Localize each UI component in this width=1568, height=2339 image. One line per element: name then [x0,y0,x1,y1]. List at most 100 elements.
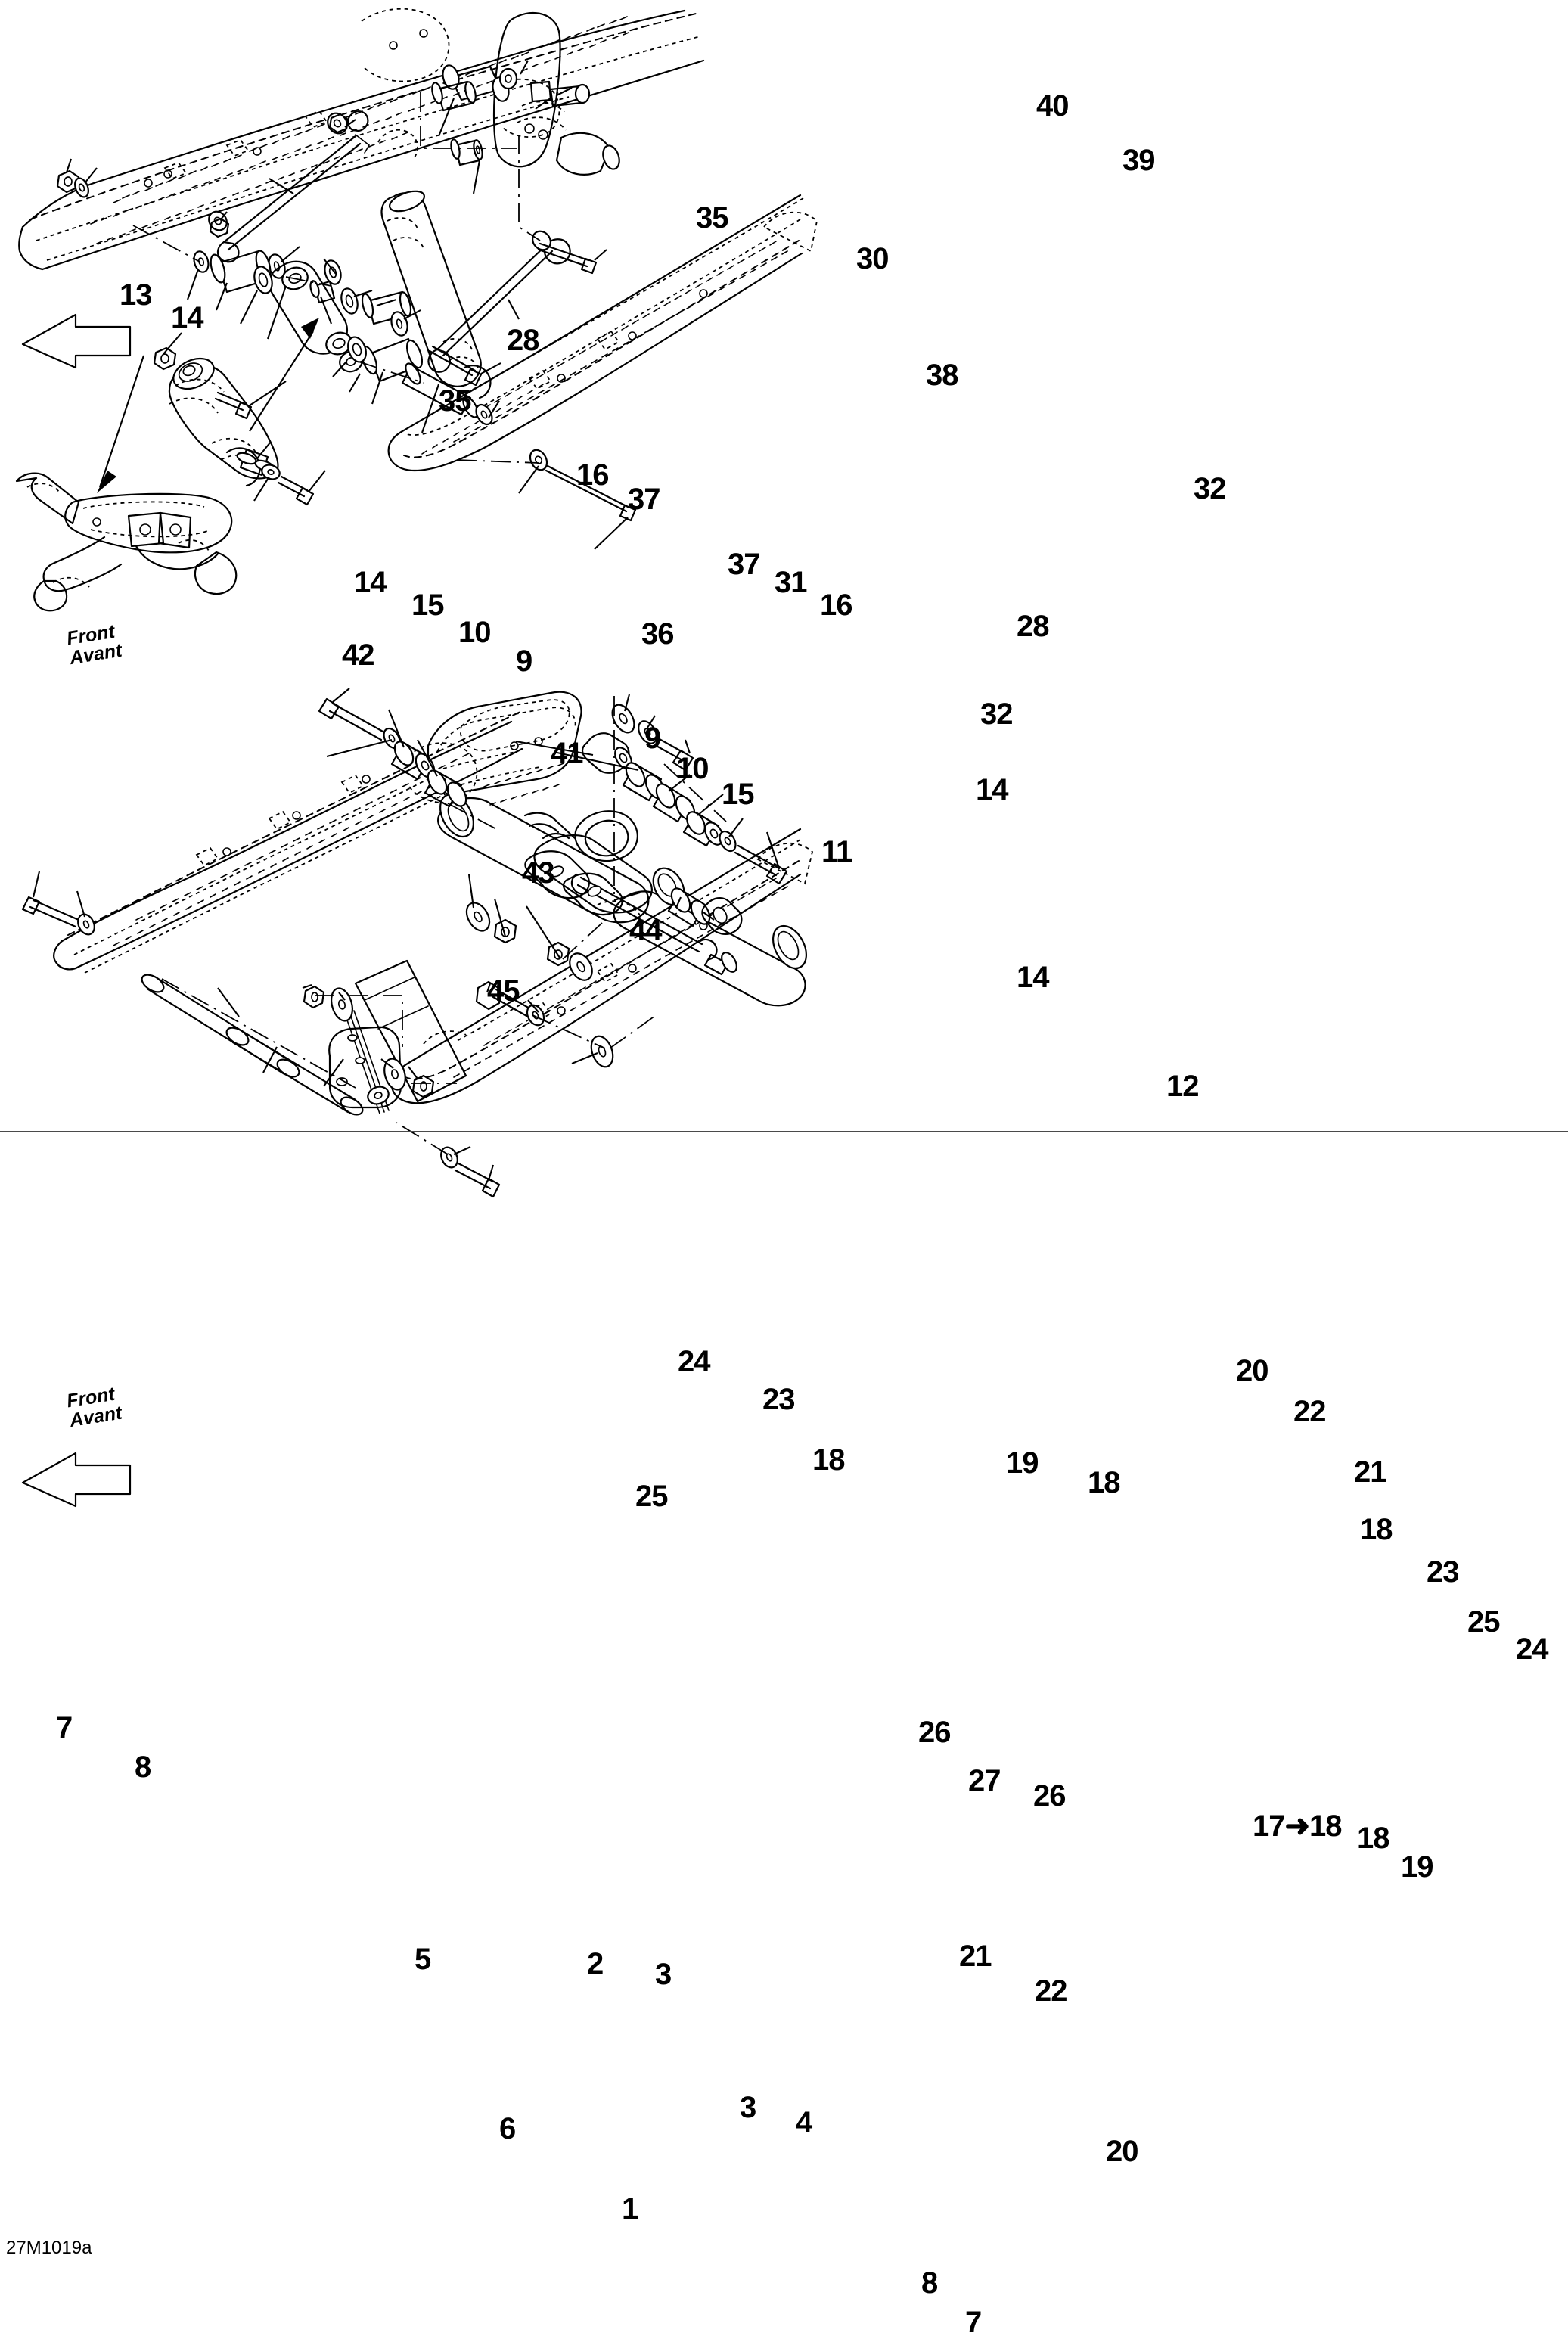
rail-bottom-left [53,710,523,974]
cluster-17-18-19-right [667,887,743,935]
part-callout-8: 8 [135,1750,151,1784]
part-callout-2: 2 [587,1947,604,1980]
part-callout-9: 9 [516,645,532,678]
part-callout-37: 37 [728,548,760,581]
part-callout-8: 8 [921,2266,938,2300]
part-callout-44: 44 [629,914,662,947]
cluster-19-18-left [581,732,666,802]
part-callout-21: 21 [1354,1455,1386,1489]
part-callout-31: 31 [775,566,807,599]
part-callout-3: 3 [740,2091,756,2124]
part-callout-22: 22 [1035,1974,1067,2008]
part-callout-17-18: 17➜18 [1253,1809,1342,1843]
part-callout-1: 1 [622,2192,638,2226]
part-callout-15: 15 [411,589,444,622]
part-callout-40: 40 [1036,89,1069,123]
part-callout-19: 19 [1401,1850,1433,1884]
part-callout-32: 32 [980,697,1013,731]
part-callout-23: 23 [762,1383,795,1416]
part-callout-23: 23 [1427,1555,1459,1589]
part-callout-39: 39 [1122,144,1155,177]
part-callout-22: 22 [1293,1395,1326,1428]
rocker-arm [268,260,363,373]
part-callout-28: 28 [1017,610,1049,643]
bolt-21-washer-22 [475,980,545,1027]
part-callout-28: 28 [507,324,539,357]
nut-13-washer-14 [56,169,89,198]
part-callout-20: 20 [1106,2135,1138,2168]
part-callout-43: 43 [522,856,554,890]
part-callout-14: 14 [171,301,203,334]
part-callout-10: 10 [458,616,491,649]
part-callout-30: 30 [856,242,889,275]
part-callout-32: 32 [1194,472,1226,505]
front-avant-label-bottom: Front Avant [65,1384,123,1432]
front-leg-inset [15,355,238,612]
bolt-12 [529,449,637,522]
part-callout-35: 35 [696,201,728,235]
front-shock-assembly [153,318,319,506]
part-callout-14: 14 [1017,961,1049,994]
part-callout-13: 13 [120,278,152,312]
bolt-32-lower [428,345,483,387]
bottom-leaders [32,688,780,1181]
part-callout-15: 15 [722,778,754,811]
part-callout-18: 18 [812,1443,845,1477]
part-callout-18: 18 [1357,1822,1389,1855]
part-callout-37: 37 [628,483,660,516]
cluster-26-27-26 [465,902,593,981]
part-callout-16: 16 [576,458,609,492]
washer-20-bottom [590,1035,614,1068]
part-callout-12: 12 [1166,1070,1199,1103]
part-callout-38: 38 [926,359,958,392]
part-callout-24: 24 [678,1345,710,1378]
panel-divider [0,1131,1568,1132]
part-callout-27: 27 [968,1764,1001,1797]
center-shock [268,190,492,399]
washer-8-bolt-7-bottom [440,1146,501,1198]
bracket-1-group [303,959,467,1114]
top-assembly-axes [132,89,564,464]
bolt-32-upper [537,242,598,275]
nuts-35 [209,113,349,238]
rail-fragment-upper [426,691,582,806]
part-callout-26: 26 [918,1716,951,1749]
cluster-upper-left [318,697,467,808]
front-avant-arrow-bottom [21,1452,132,1508]
bottom-assembly-axes [161,696,727,1155]
part-callout-18: 18 [1088,1466,1120,1499]
tube-15-left [193,250,273,294]
rail-right-lower [387,194,818,472]
part-callout-21: 21 [959,1940,992,1973]
diagram-artwork: .ln{fill:none;stroke:#000;stroke-width:2… [15,8,818,1508]
part-callout-3: 3 [655,1958,672,1991]
part-callout-25: 25 [635,1480,668,1513]
tubes-5-6 [141,974,364,1116]
part-callout-10: 10 [676,752,709,785]
top-panel-art [15,8,818,612]
parts-diagram-sheet: .ln{fill:none;stroke:#000;stroke-width:2… [0,8,1568,2337]
part-callout-6: 6 [499,2112,516,2145]
part-callout-14: 14 [354,566,387,599]
rail-bottom-right [390,828,813,1104]
part-callout-7: 7 [56,1711,73,1744]
document-id: 27M1019a [6,2238,92,2258]
part-callout-18: 18 [1360,1513,1393,1546]
part-callout-7: 7 [965,2306,982,2339]
part-callout-24: 24 [1516,1632,1548,1666]
part-callout-41: 41 [551,737,583,770]
torque-rod-28-right [427,230,571,373]
rail-left-upper [18,8,705,271]
front-avant-label-top: Front Avant [65,621,123,669]
part-callout-4: 4 [796,2106,812,2139]
cluster-20-22-21 [611,704,694,772]
part-callout-19: 19 [1006,1446,1039,1480]
front-avant-arrow-top [21,313,132,369]
top-leaders [66,60,629,550]
part-callout-45: 45 [487,974,520,1008]
part-callout-14: 14 [976,773,1008,806]
part-callout-35: 35 [439,384,471,418]
part-callout-5: 5 [415,1943,431,1976]
part-callout-16: 16 [820,589,852,622]
part-callout-20: 20 [1236,1354,1268,1387]
